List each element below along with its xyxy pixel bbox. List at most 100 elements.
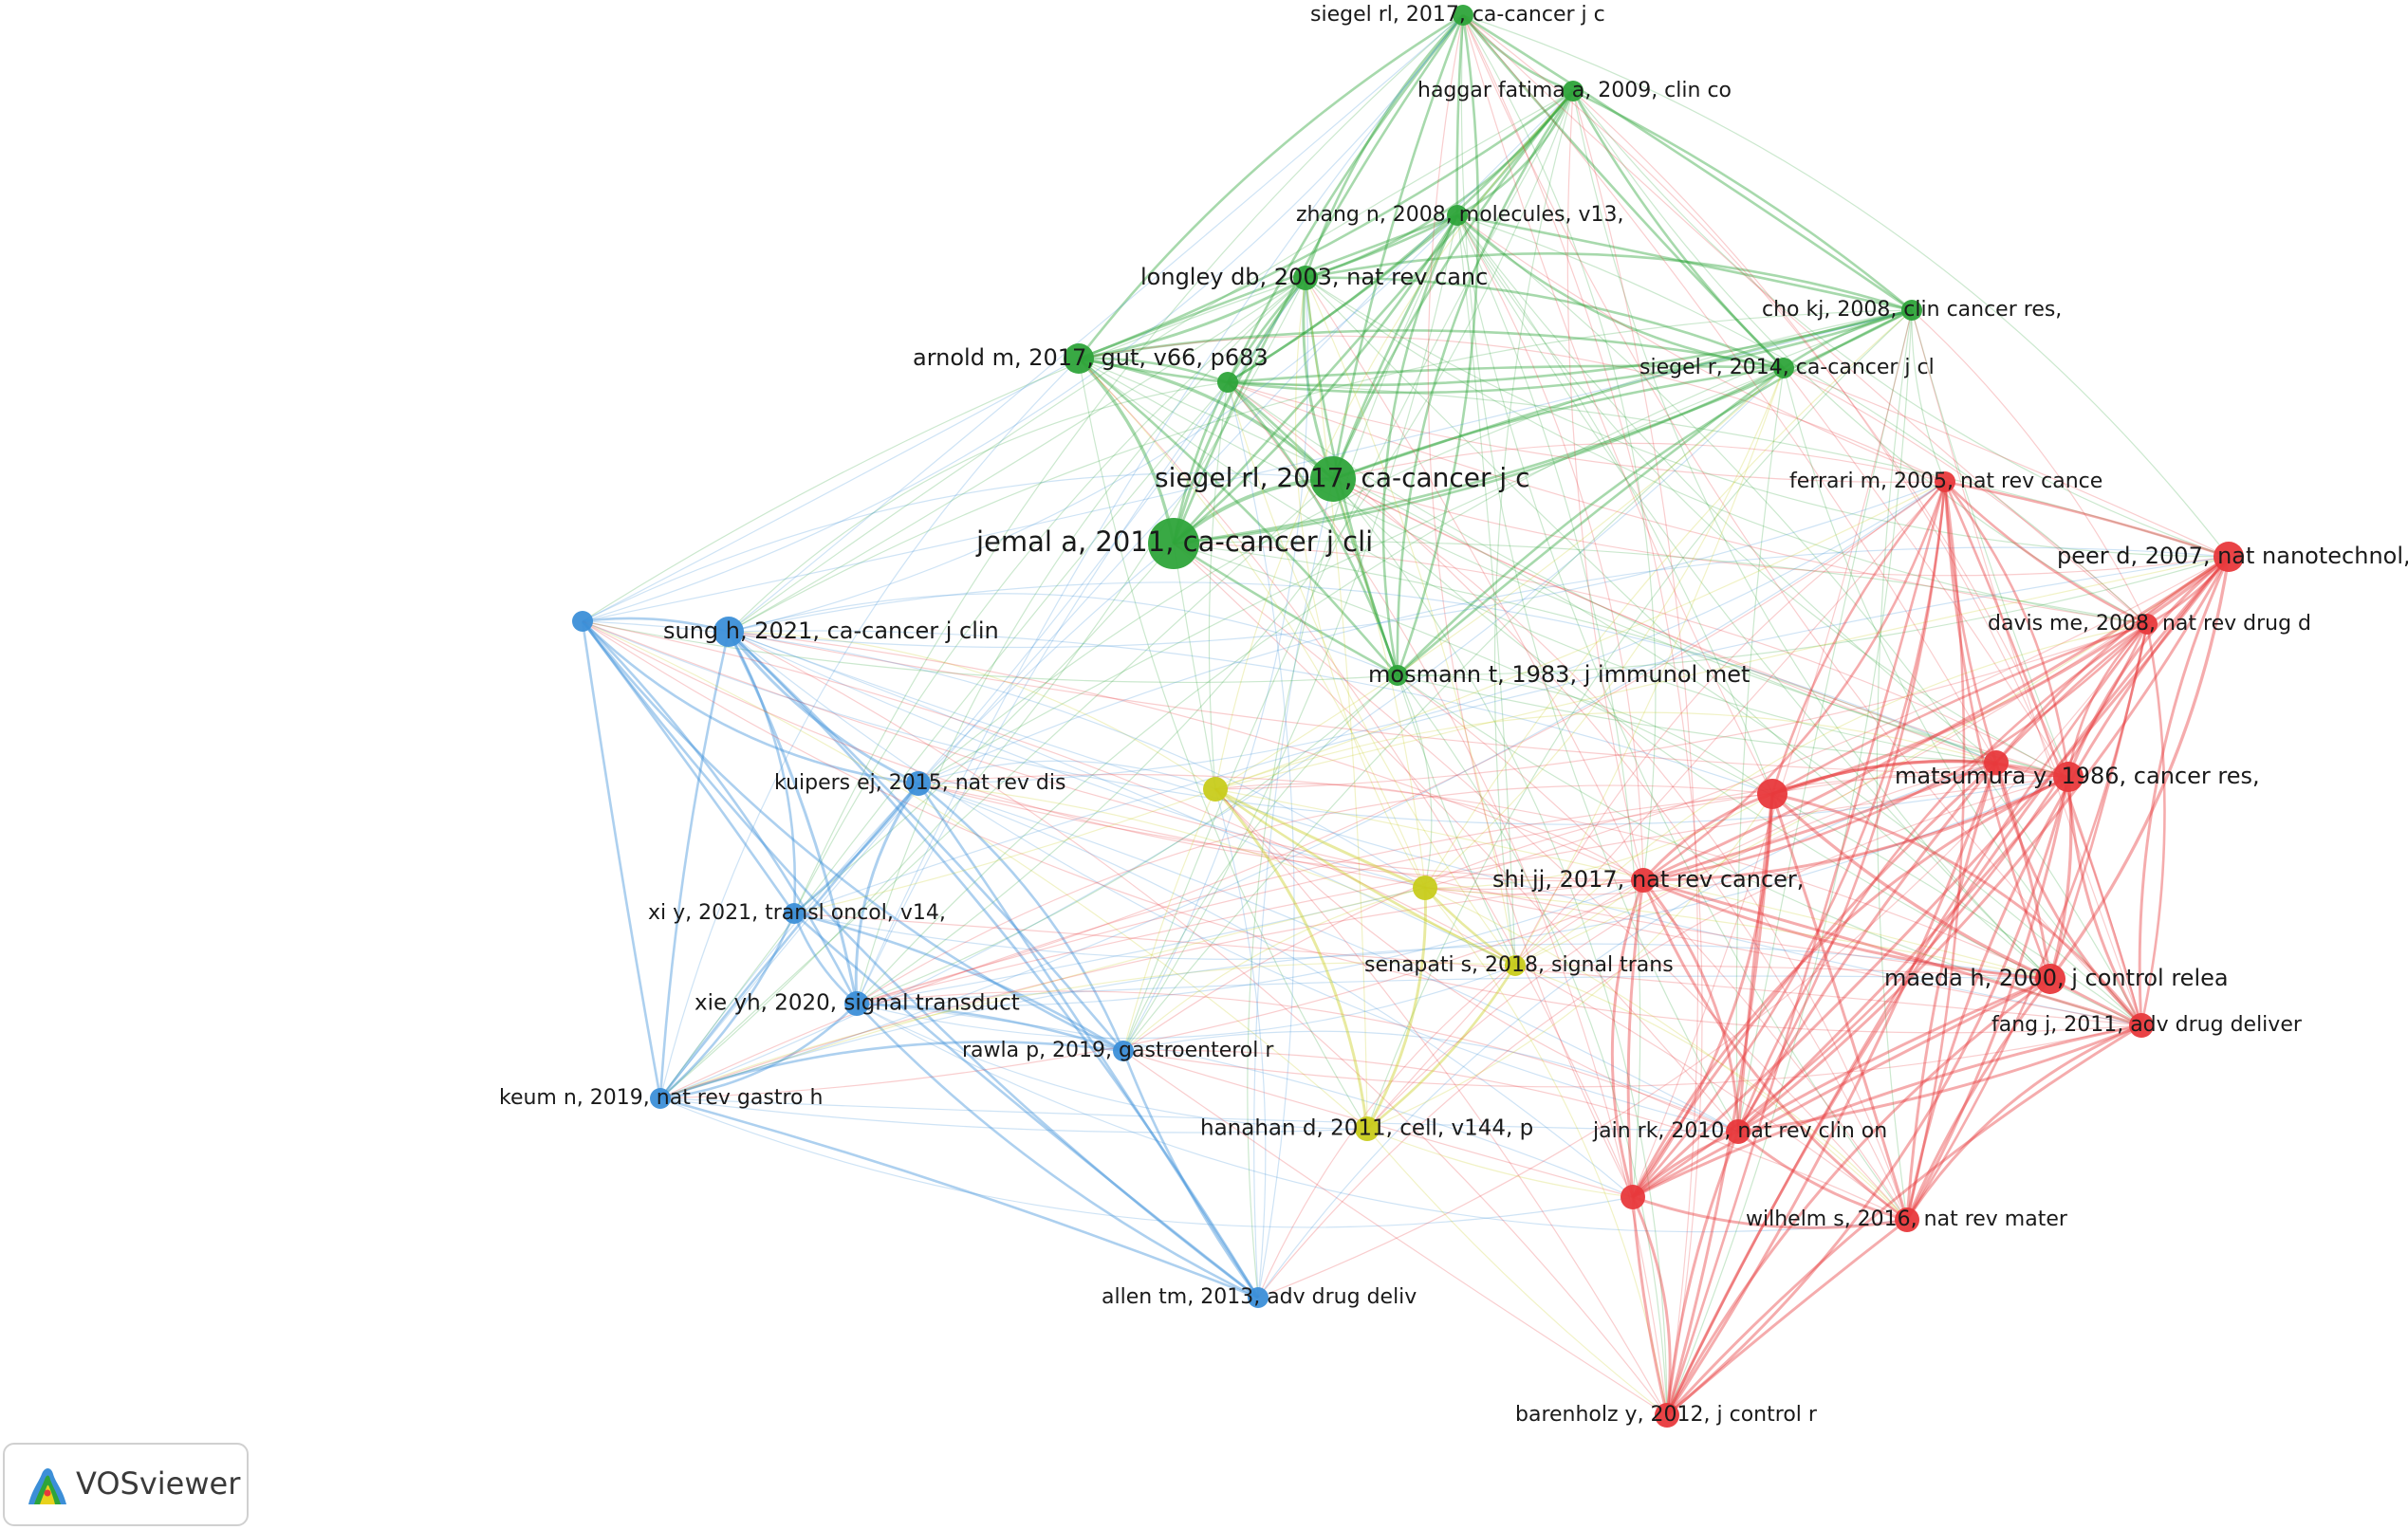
node-label-rawla2019[interactable]: rawla p, 2019, gastroenterol r — [962, 1039, 1274, 1062]
node-label-barenholz2012[interactable]: barenholz y, 2012, j control r — [1515, 1403, 1818, 1427]
node-label-siegel2017a[interactable]: siegel rl, 2017, ca-cancer j c — [1310, 3, 1605, 27]
node-xi2021[interactable] — [784, 903, 805, 924]
node-label-fang2011[interactable]: fang j, 2011, adv drug deliver — [1991, 1013, 2303, 1037]
node-arnold2017[interactable] — [1064, 343, 1094, 374]
node-blueA[interactable] — [572, 611, 593, 632]
network-link — [1735, 367, 1785, 1133]
node-label-siegel2014[interactable]: siegel r, 2014, ca-cancer j cl — [1639, 356, 1935, 379]
network-link — [1305, 251, 1913, 312]
node-label-peer2007[interactable]: peer d, 2007, nat nanotechnol, — [2057, 543, 2408, 569]
node-siegel2014[interactable] — [1773, 358, 1794, 378]
network-link — [1642, 775, 2069, 882]
node-fang2011[interactable] — [2129, 1013, 2154, 1038]
node-label-arnold2017[interactable]: arnold m, 2017, gut, v66, p683 — [913, 344, 1269, 371]
network-link — [1666, 1218, 1908, 1417]
network-link — [1771, 792, 2143, 1026]
network-link — [1456, 90, 1575, 217]
node-label-xi2021[interactable]: xi y, 2021, transl oncol, v14, — [648, 901, 946, 925]
node-redC[interactable] — [1621, 1185, 1645, 1209]
node-allen2013[interactable] — [1248, 1287, 1269, 1308]
network-link — [1770, 481, 1946, 795]
node-mosmann1983[interactable] — [1387, 665, 1408, 686]
node-label-cho2008[interactable]: cho kj, 2008, clin cancer res, — [1762, 298, 2062, 322]
network-link — [1994, 555, 2230, 764]
node-wilhelm2016[interactable] — [1895, 1207, 1919, 1232]
node-label-haggar2009[interactable]: haggar fatima a, 2009, clin co — [1417, 79, 1732, 102]
network-link — [1514, 965, 1908, 1221]
node-matsumura1986[interactable] — [2053, 762, 2084, 792]
network-link — [1462, 14, 2230, 558]
node-label-longley2003[interactable]: longley db, 2003, nat rev canc — [1140, 264, 1488, 290]
node-rawla2019[interactable] — [1113, 1041, 1134, 1061]
node-redA[interactable] — [1984, 750, 2009, 775]
node-label-maeda2000[interactable]: maeda h, 2000, j control relea — [1884, 965, 2229, 991]
network-link — [1424, 776, 2069, 896]
node-label-jemal2011[interactable]: jemal a, 2011, ca-cancer j cli — [975, 525, 1373, 558]
node-maeda2000[interactable] — [2035, 964, 2065, 994]
node-label-senapati2018[interactable]: senapati s, 2018, signal trans — [1364, 953, 1674, 977]
node-yellowA[interactable] — [1203, 777, 1228, 802]
node-label-jain2010[interactable]: jain rk, 2010, nat rev clin on — [1592, 1119, 1887, 1143]
node-barenholz2012[interactable] — [1655, 1403, 1679, 1428]
node-label-xie2020[interactable]: xie yh, 2020, signal transduct — [695, 991, 1020, 1016]
node-cho2008[interactable] — [1901, 300, 1922, 321]
network-link — [728, 631, 1216, 790]
network-link — [1665, 1131, 1740, 1416]
node-keum2019[interactable] — [650, 1088, 671, 1109]
node-siegel2017b[interactable] — [1310, 456, 1356, 502]
node-redB[interactable] — [1757, 779, 1787, 809]
network-link — [659, 1003, 858, 1100]
node-haggar2009[interactable] — [1563, 81, 1584, 101]
network-link — [1905, 556, 2231, 1221]
network-link — [1227, 381, 2230, 558]
network-link — [1366, 965, 1517, 1131]
network-link — [793, 277, 1306, 914]
node-senapati2018[interactable] — [1505, 955, 1526, 976]
network-link — [658, 783, 919, 1099]
network-link — [856, 1003, 1259, 1300]
node-greenA[interactable] — [1217, 372, 1238, 393]
network-link — [1366, 1128, 1634, 1198]
node-label-mosmann1983[interactable]: mosmann t, 1983, j immunol met — [1368, 661, 1750, 688]
network-link — [1078, 329, 1785, 370]
node-label-hanahan2011[interactable]: hanahan d, 2011, cell, v144, p — [1200, 1116, 1533, 1141]
node-jemal2011[interactable] — [1148, 518, 1199, 569]
node-kuipers2015[interactable] — [906, 771, 931, 796]
network-link — [1227, 381, 1295, 1299]
node-longley2003[interactable] — [1293, 266, 1318, 290]
node-label-wilhelm2016[interactable]: wilhelm s, 2016, nat rev mater — [1746, 1207, 2068, 1231]
node-label-sung2021[interactable]: sung h, 2021, ca-cancer j clin — [663, 618, 999, 644]
node-shi2017[interactable] — [1631, 868, 1656, 893]
node-xie2020[interactable] — [844, 991, 869, 1016]
node-jain2010[interactable] — [1726, 1119, 1750, 1144]
node-label-kuipers2015[interactable]: kuipers ej, 2015, nat rev dis — [774, 771, 1065, 795]
network-link — [1626, 879, 1669, 1416]
network-link — [1783, 308, 1913, 370]
network-link — [856, 990, 1739, 1133]
node-label-zhang2008[interactable]: zhang n, 2008, molecules, v13, — [1296, 203, 1623, 227]
network-link — [917, 367, 1785, 784]
node-label-ferrari2005[interactable]: ferrari m, 2005, nat rev cance — [1789, 470, 2102, 493]
node-label-matsumura1986[interactable]: matsumura y, 1986, cancer res, — [1895, 763, 2260, 789]
network-link — [1642, 878, 2051, 981]
network-link — [1736, 762, 1998, 1133]
network-link — [1305, 90, 1575, 280]
node-ferrari2005[interactable] — [1935, 471, 1955, 492]
node-yellowB[interactable] — [1413, 876, 1437, 900]
node-peer2007[interactable] — [2214, 542, 2244, 572]
node-label-allen2013[interactable]: allen tm, 2013, adv drug deliv — [1102, 1285, 1417, 1309]
node-label-shi2017[interactable]: shi jj, 2017, nat rev cancer, — [1492, 866, 1804, 893]
node-zhang2008[interactable] — [1447, 205, 1468, 226]
node-hanahan2011[interactable] — [1355, 1116, 1380, 1141]
node-davis2008[interactable] — [2137, 614, 2158, 635]
node-label-keum2019[interactable]: keum n, 2019, nat rev gastro h — [499, 1086, 823, 1110]
node-sung2021[interactable] — [713, 617, 744, 647]
network-link — [856, 277, 1306, 1005]
node-label-davis2008[interactable]: davis me, 2008, nat rev drug d — [1988, 612, 2311, 636]
network-link — [917, 481, 1946, 784]
node-siegel2017a[interactable] — [1453, 5, 1473, 26]
vosviewer-logo-badge[interactable]: VOSviewer — [3, 1443, 249, 1526]
network-link — [2066, 555, 2231, 778]
node-label-siegel2017b[interactable]: siegel rl, 2017, ca-cancer j c — [1155, 462, 1530, 493]
